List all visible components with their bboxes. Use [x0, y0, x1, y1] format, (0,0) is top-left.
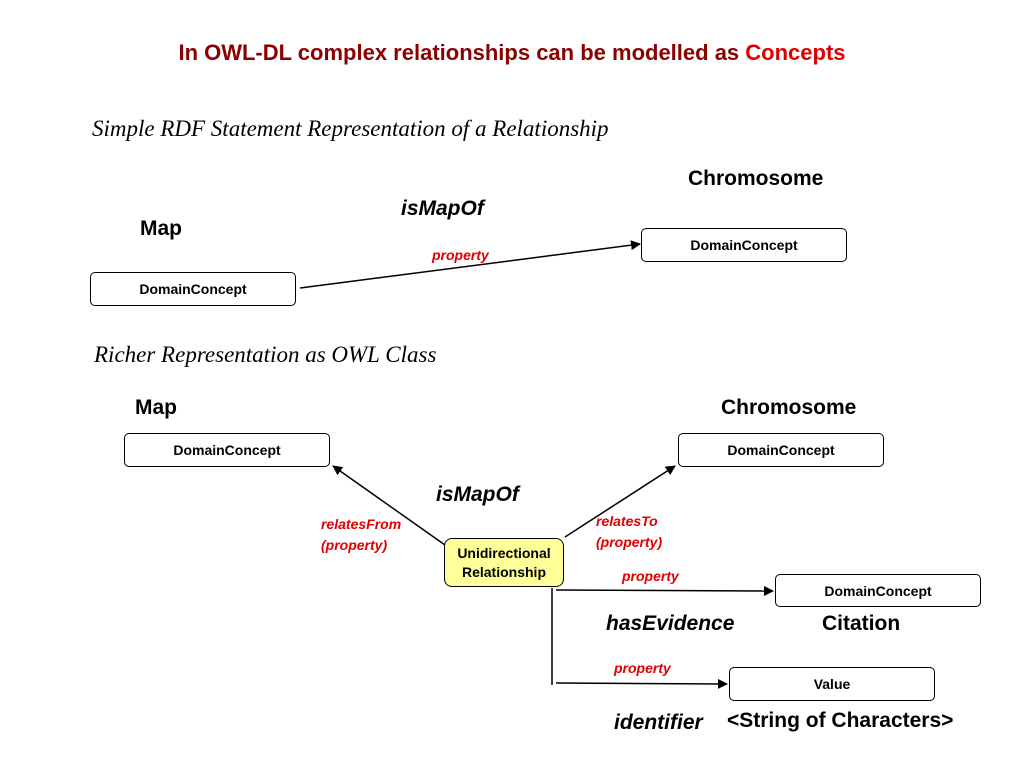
slide-title: In OWL-DL complex relationships can be m… [0, 40, 1024, 66]
owl-subtitle: Richer Representation as OWL Class [94, 342, 437, 367]
identifier-label: identifier [614, 711, 703, 734]
ismapof-arrow-top [299, 240, 641, 289]
top-subject-label: Map [140, 217, 182, 240]
center-box-line-2: Relationship [461, 563, 546, 580]
bottom-left-box[interactable]: DomainConcept [124, 433, 330, 467]
top-relationship-label: isMapOf [401, 197, 484, 220]
evidence-box[interactable]: DomainConcept [775, 574, 981, 607]
top-property-label: property [432, 247, 489, 263]
bottom-right-label: Chromosome [721, 396, 857, 419]
top-object-label: Chromosome [688, 167, 824, 190]
relates-to-name: relatesTo [596, 513, 658, 529]
identifier-arrow [555, 678, 728, 689]
title-accent: Concepts [745, 40, 846, 65]
relatesfrom-arrow [332, 465, 446, 546]
relates-to-label: relatesTo (property) [596, 511, 662, 553]
identifier-property-label: property [614, 660, 671, 676]
string-of-characters-label: <String of Characters> [727, 709, 954, 732]
has-evidence-label: hasEvidence [606, 612, 735, 635]
relates-from-type: (property) [321, 537, 388, 553]
top-subject-box[interactable]: DomainConcept [90, 272, 296, 306]
bottom-left-label: Map [135, 396, 177, 419]
top-object-box[interactable]: DomainConcept [641, 228, 847, 262]
relates-to-type: (property) [596, 534, 663, 550]
rdf-subtitle: Simple RDF Statement Representation of a… [92, 116, 609, 141]
relatesto-arrow [564, 465, 676, 538]
citation-label: Citation [822, 612, 901, 635]
bottom-relationship-label: isMapOf [436, 483, 519, 506]
title-main: In OWL-DL complex relationships can be m… [178, 40, 746, 65]
hasevidence-arrow [555, 585, 774, 596]
value-box[interactable]: Value [729, 667, 935, 701]
evidence-property-label: property [622, 568, 679, 584]
relates-from-name: relatesFrom [321, 516, 402, 532]
unidirectional-relationship-box[interactable]: Unidirectional Relationship [444, 538, 564, 587]
center-box-line-1: Unidirectional [457, 544, 551, 561]
bottom-right-box[interactable]: DomainConcept [678, 433, 884, 467]
relates-from-label: relatesFrom (property) [321, 514, 401, 556]
